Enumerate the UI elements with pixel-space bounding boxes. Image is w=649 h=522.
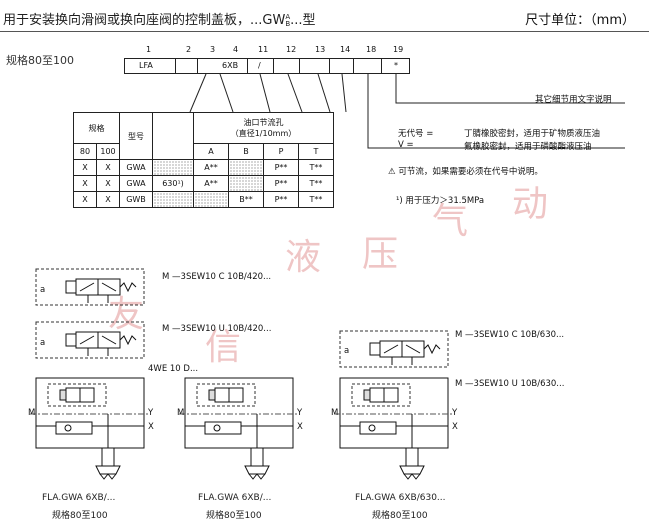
- title-sub: B: [285, 19, 291, 28]
- size-label: 规格80至100: [6, 54, 74, 67]
- callout-text: 其它细节用文字说明: [535, 95, 612, 105]
- port-M-label: M: [331, 408, 339, 418]
- throttle-note: ⚠ 可节流，如果需要必须在代号中说明。: [388, 167, 543, 177]
- sym1-code: M —3SEW10 C 10B/420...: [162, 272, 272, 282]
- solenoid-valve-2: [35, 321, 145, 359]
- cell-extra: [152, 191, 194, 208]
- port-M-label: M: [177, 408, 185, 418]
- caption-1-line2: 规格80至100: [52, 511, 108, 521]
- control-cover-1: [29, 377, 151, 480]
- code-num-1: 1: [146, 45, 152, 54]
- watermark-char: 压: [362, 234, 399, 275]
- port-X-label: X: [452, 422, 458, 432]
- th-size: 规格: [73, 112, 120, 144]
- table-row: X X GWB B** P** T**: [73, 191, 334, 208]
- caption-1-line1: FLA.GWA 6XB/...: [42, 493, 116, 503]
- code-box-18: [354, 58, 382, 74]
- pressure-note: ¹) 用于压力＞31.5MPa: [396, 196, 485, 206]
- code-num-3: 3: [210, 45, 216, 54]
- valve-type-label: 4WE 10 D...: [148, 364, 199, 374]
- leader-18: [367, 74, 625, 149]
- th-orifice-title: 油口节流孔: [243, 118, 284, 127]
- th-orifice-sub: （直径1/10mm）: [230, 129, 297, 138]
- port-a-label: a: [40, 338, 46, 348]
- leader-11: [259, 73, 271, 113]
- code-box-prefix: LFA: [124, 58, 176, 74]
- port-X-label: X: [297, 422, 303, 432]
- watermark-char: 友: [108, 294, 145, 335]
- leader-13: [317, 73, 331, 113]
- code-box-14: [330, 58, 354, 74]
- sym4-code: M —3SEW10 U 10B/630...: [455, 379, 565, 389]
- seal-key-1: 无代号 =: [398, 129, 434, 139]
- caption-3-line2: 规格80至100: [372, 511, 428, 521]
- port-X-label: X: [148, 422, 154, 432]
- leader-4: [219, 73, 234, 113]
- code-num-4: 4: [233, 45, 239, 54]
- cell-B: [228, 159, 264, 176]
- port-Y-label: Y: [297, 408, 303, 418]
- spec-table: 规格 型号 油口节流孔（直径1/10mm） 80 100 A B P T X X…: [73, 112, 334, 208]
- unit-label: 尺寸单位：（mm）: [525, 13, 635, 28]
- code-num-2: 2: [186, 45, 192, 54]
- leader-12: [287, 73, 303, 113]
- code-box-12: [274, 58, 300, 74]
- watermark-char: 液: [285, 237, 322, 278]
- code-num-19: 19: [393, 45, 404, 54]
- port-Y-label: Y: [148, 408, 154, 418]
- leader-19: [395, 74, 625, 104]
- code-box-2: [176, 58, 198, 74]
- watermark-char: 气: [432, 201, 469, 242]
- th-type: 型号: [119, 112, 153, 160]
- cell-type: GWB: [119, 191, 153, 208]
- solenoid-valve-1: [35, 268, 145, 306]
- code-box-slash: /: [248, 58, 274, 74]
- code-box-13: [300, 58, 330, 74]
- port-a-label: a: [40, 285, 46, 295]
- watermark-char: 动: [512, 184, 549, 225]
- code-num-13: 13: [315, 45, 326, 54]
- th-orifice: 油口节流孔 （直径1/10mm）: [193, 112, 334, 144]
- sym3-code: M —3SEW10 C 10B/630...: [455, 330, 565, 340]
- seal-key-2: V =: [398, 140, 414, 150]
- cell-T: T**: [298, 191, 334, 208]
- cell-A: [193, 191, 229, 208]
- code-box-19: *: [382, 58, 410, 74]
- seal-text-2: 氟橡胶密封，适用于磷酸酯液压油: [464, 142, 592, 152]
- solenoid-valve-3: [339, 330, 449, 368]
- caption-3-line1: FLA.GWA 6XB/630...: [355, 493, 446, 503]
- leader-14: [341, 73, 347, 113]
- code-num-12: 12: [286, 45, 297, 54]
- title-sup: A: [285, 12, 291, 21]
- sym2-code: M —3SEW10 U 10B/420...: [162, 324, 272, 334]
- port-a-label: a: [344, 346, 350, 356]
- code-num-18: 18: [366, 45, 377, 54]
- port-M-label: M: [28, 408, 36, 418]
- port-Y-label: Y: [452, 408, 458, 418]
- title-suffix: ...型: [290, 13, 316, 28]
- title-text: 用于安装换向滑阀或换向座阀的控制盖板，...GW: [3, 13, 286, 28]
- code-box-mid: 6XB: [198, 58, 248, 74]
- code-num-11: 11: [258, 45, 269, 54]
- leader-3: [189, 73, 207, 113]
- table-row: X X GWA A** P** T**: [73, 159, 334, 176]
- control-cover-2: [178, 377, 300, 480]
- code-num-14: 14: [340, 45, 351, 54]
- caption-2-line1: FLA.GWA 6XB/...: [198, 493, 272, 503]
- watermark-char: 信: [205, 327, 242, 368]
- caption-2-line2: 规格80至100: [206, 511, 262, 521]
- header-divider: [0, 31, 649, 32]
- control-cover-3: [333, 377, 455, 480]
- seal-text-1: 丁腈橡胶密封，适用于矿物质液压油: [464, 129, 601, 139]
- code-mid-text: 6XB: [222, 61, 239, 70]
